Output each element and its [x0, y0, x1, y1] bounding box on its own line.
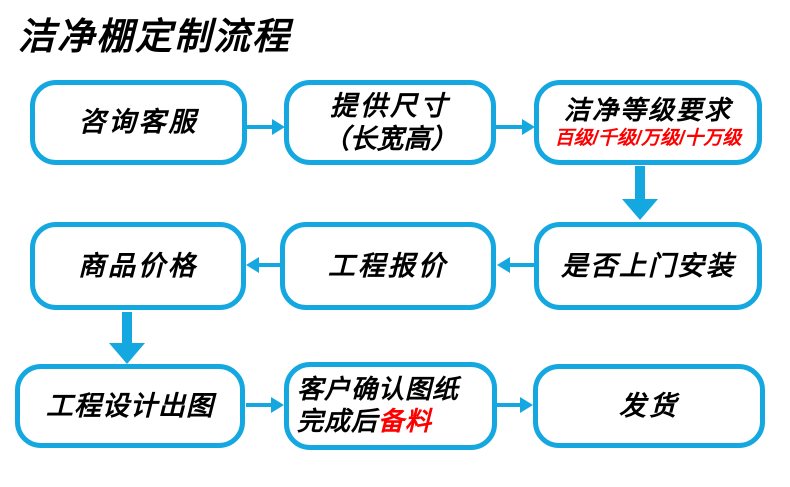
node-label-line2-red: 备料	[378, 406, 433, 436]
node-label-line1: 提供尺寸	[330, 90, 450, 121]
flow-node-consult-service: 咨询客服	[30, 80, 247, 165]
node-label: 商品价格	[78, 250, 198, 281]
arrow-down-icon	[109, 343, 145, 364]
flow-node-cleanliness-level: 洁净等级要求 百级/千级/万级/十万级	[534, 80, 762, 165]
flow-node-product-price: 商品价格	[30, 222, 246, 310]
arrow-left-icon	[497, 257, 510, 273]
arrow-shaft	[497, 403, 522, 407]
connector-step5-step6	[246, 257, 280, 273]
connector-step2-step3	[496, 119, 535, 135]
connector-step4-step5	[497, 257, 534, 273]
connector-step8-step9	[497, 397, 533, 413]
flow-node-ship-goods: 发货	[533, 364, 765, 448]
node-label: 工程报价	[328, 250, 448, 281]
arrow-right-icon	[520, 397, 533, 413]
node-label-line2-black: 完成后	[297, 406, 379, 436]
arrow-stem	[122, 312, 132, 345]
arrow-stem	[635, 166, 645, 201]
arrow-shaft	[246, 125, 274, 129]
connector-step7-step8	[246, 397, 284, 413]
node-label-line1: 客户确认图纸	[297, 374, 460, 405]
arrow-shaft	[257, 263, 280, 267]
arrow-right-icon	[272, 119, 285, 135]
node-label-line2: 完成后备料	[297, 406, 432, 438]
node-label: 工程设计出图	[46, 390, 214, 421]
flow-node-engineering-quote: 工程报价	[280, 222, 496, 310]
arrow-right-icon	[522, 119, 535, 135]
flow-node-customer-confirm-drawing: 客户确认图纸 完成后备料	[284, 362, 497, 450]
node-label-grades: 百级/千级/万级/十万级	[554, 127, 742, 149]
arrow-shaft	[496, 125, 524, 129]
arrow-down-icon	[622, 199, 658, 220]
connector-step3-step4	[622, 166, 658, 220]
node-label: 咨询客服	[78, 107, 199, 138]
connector-step1-step2	[246, 119, 285, 135]
flow-node-engineering-design-drawing: 工程设计出图	[15, 364, 245, 448]
node-label-line2: （长宽高）	[322, 123, 458, 154]
arrow-left-icon	[246, 257, 259, 273]
node-label-line1: 洁净等级要求	[563, 95, 732, 126]
flow-node-onsite-installation: 是否上门安装	[534, 222, 762, 310]
arrow-right-icon	[271, 397, 284, 413]
node-label: 发货	[619, 390, 679, 421]
connector-step6-step7	[109, 312, 145, 364]
node-label: 是否上门安装	[561, 250, 735, 281]
flow-node-provide-dimensions: 提供尺寸 （长宽高）	[284, 80, 496, 165]
arrow-shaft	[508, 263, 534, 267]
page-title: 洁净棚定制流程	[18, 16, 291, 57]
arrow-shaft	[246, 403, 273, 407]
